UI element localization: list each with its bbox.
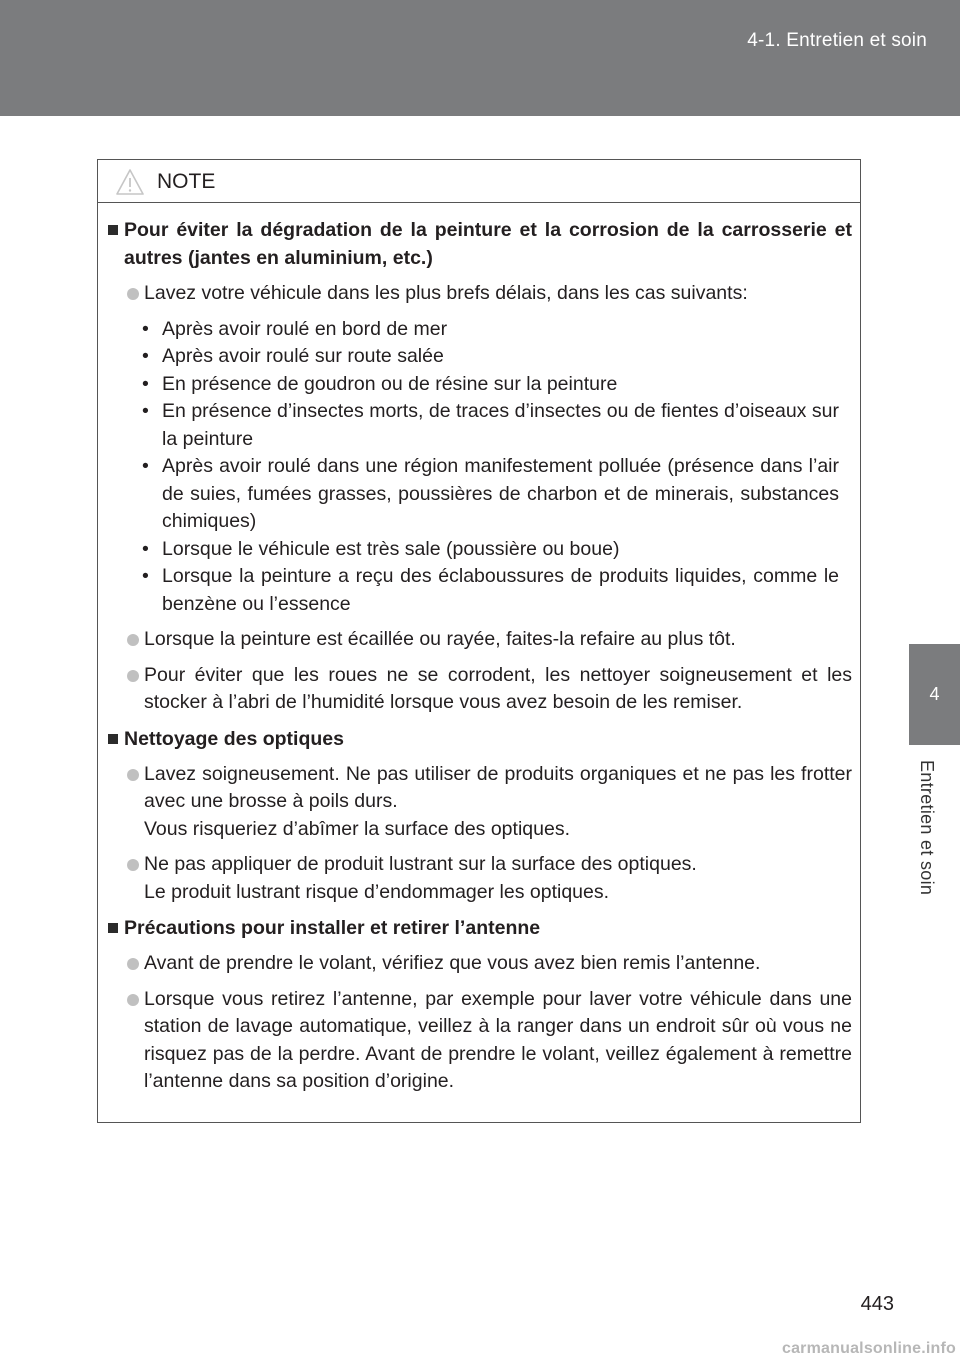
circle-bullet-icon (127, 768, 139, 781)
circle-bullet-icon (127, 958, 139, 970)
section-heading: Précautions pour installer et retirer l’… (106, 914, 852, 942)
circle-bullet-icon (127, 288, 139, 300)
circle-bullet-icon (127, 669, 139, 682)
page-header: 4-1. Entretien et soin (0, 0, 960, 116)
list-item: Ne pas appliquer de produit lustrant sur… (106, 851, 852, 906)
circle-bullet-icon (127, 859, 139, 871)
list-item: Lorsque la peinture est écaillée ou rayé… (106, 626, 852, 654)
list-item: Pour éviter que les roues ne se corroden… (106, 662, 852, 717)
section-heading: Pour éviter la dégradation de la peintur… (106, 216, 852, 272)
list-item: Lavez votre véhicule dans les plus brefs… (106, 280, 852, 308)
sub-list-item: •Après avoir roulé sur route salée (142, 345, 444, 367)
list-item: Lorsque vous retirez l’antenne, par exem… (106, 986, 852, 1096)
square-bullet-icon (108, 225, 118, 235)
sub-list-item: •Après avoir roulé dans une région manif… (142, 455, 839, 532)
square-bullet-icon (108, 923, 118, 933)
chapter-tab: 4 (909, 644, 960, 745)
chapter-side-label: Entretien et soin (917, 760, 937, 896)
note-body: Pour éviter la dégradation de la peintur… (98, 203, 860, 1096)
chapter-number: 4 (929, 684, 940, 704)
note-box: NOTE Pour éviter la dégradation de la pe… (97, 159, 861, 1123)
section-heading: Nettoyage des optiques (106, 725, 852, 753)
circle-bullet-icon (127, 634, 139, 646)
warning-icon (116, 169, 144, 195)
sub-list-item: •En présence de goudron ou de résine sur… (142, 372, 618, 395)
watermark: carmanualsonline.info (781, 1340, 956, 1357)
sub-list-item: •Lorsque le véhicule est très sale (pous… (142, 537, 620, 560)
page-number: 443 (860, 1293, 894, 1315)
list-item: Lavez soigneusement. Ne pas utiliser de … (106, 761, 852, 844)
chapter-title: 4-1. Entretien et soin (747, 30, 927, 51)
sub-list-item: •En présence d’insectes morts, de traces… (142, 400, 839, 450)
sub-list-item: •Lorsque la peinture a reçu des éclabous… (142, 565, 839, 615)
note-header: NOTE (98, 160, 860, 203)
note-title: NOTE (157, 170, 216, 193)
list-item: Avant de prendre le volant, vérifiez que… (106, 950, 852, 978)
circle-bullet-icon (127, 993, 139, 1006)
square-bullet-icon (108, 733, 118, 744)
sub-list-item: •Après avoir roulé en bord de mer (142, 317, 448, 340)
sub-list: •Après avoir roulé en bord de mer •Après… (106, 316, 852, 619)
